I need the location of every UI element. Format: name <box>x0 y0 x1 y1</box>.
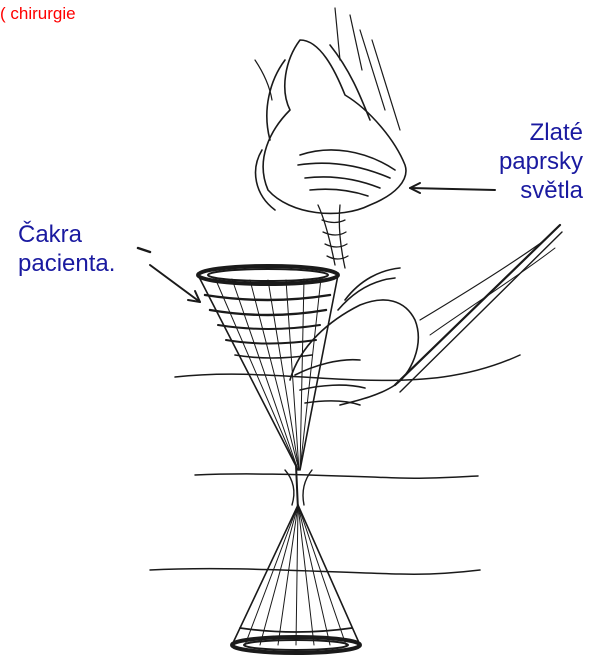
chakra-cone-lower <box>232 505 360 653</box>
chakra-cone-upper <box>198 266 338 470</box>
chakra-pinch-point <box>285 465 312 510</box>
body-outline-lines <box>150 355 520 574</box>
arrow-icon <box>410 183 495 193</box>
arrow-icon <box>138 248 200 302</box>
energy-vortex <box>318 205 348 268</box>
healer-hand-top-icon <box>255 8 406 213</box>
